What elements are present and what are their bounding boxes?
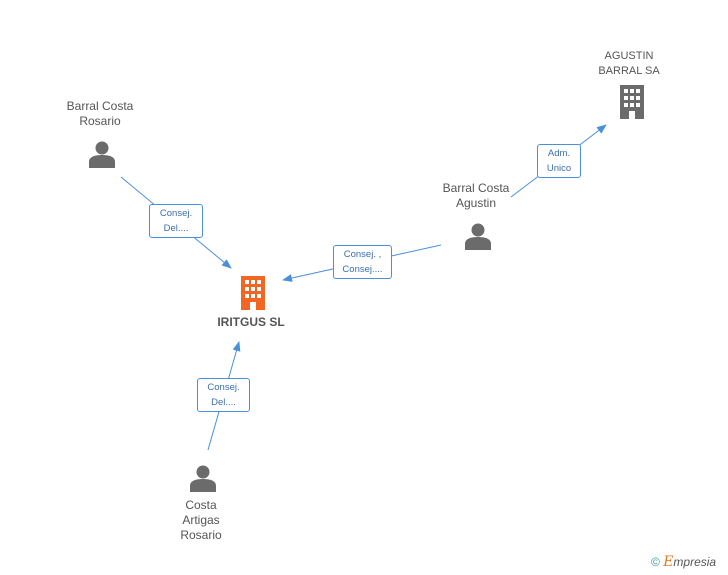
node-label: AGUSTIN BARRAL SA — [598, 50, 660, 77]
node-costa-artigas-rosario[interactable]: Costa Artigas Rosario — [151, 498, 251, 543]
building-icon[interactable] — [616, 84, 648, 120]
brand-first-letter: E — [663, 554, 674, 570]
copyright-icon: © — [651, 555, 660, 569]
edge-label-agustin-to-iritgus[interactable]: Consej. , Consej.... — [333, 245, 392, 279]
edge-label-artigas-to-iritgus[interactable]: Consej. Del.... — [197, 378, 250, 412]
person-icon[interactable] — [189, 464, 217, 492]
building-icon[interactable] — [237, 275, 269, 311]
node-agustin-barral-sa[interactable]: AGUSTIN BARRAL SA — [579, 49, 679, 79]
node-barral-costa-rosario[interactable]: Barral Costa Rosario — [50, 99, 150, 129]
person-icon[interactable] — [88, 140, 116, 168]
node-label: Barral Costa Agustin — [442, 181, 510, 210]
edge-label-rosario-to-iritgus[interactable]: Consej. Del.... — [149, 204, 203, 238]
node-label: Barral Costa Rosario — [66, 99, 134, 128]
node-iritgus-sl[interactable]: IRITGUS SL — [200, 315, 302, 330]
edge-label-agustin-to-barral-sa[interactable]: Adm. Unico — [537, 144, 581, 178]
node-barral-costa-agustin[interactable]: Barral Costa Agustin — [426, 181, 526, 211]
node-label: IRITGUS SL — [217, 315, 285, 329]
node-label: Costa Artigas Rosario — [180, 498, 222, 542]
brand-rest: mpresia — [673, 555, 717, 569]
empresia-logo[interactable]: © Empresia — [651, 554, 716, 570]
person-icon[interactable] — [464, 222, 492, 250]
